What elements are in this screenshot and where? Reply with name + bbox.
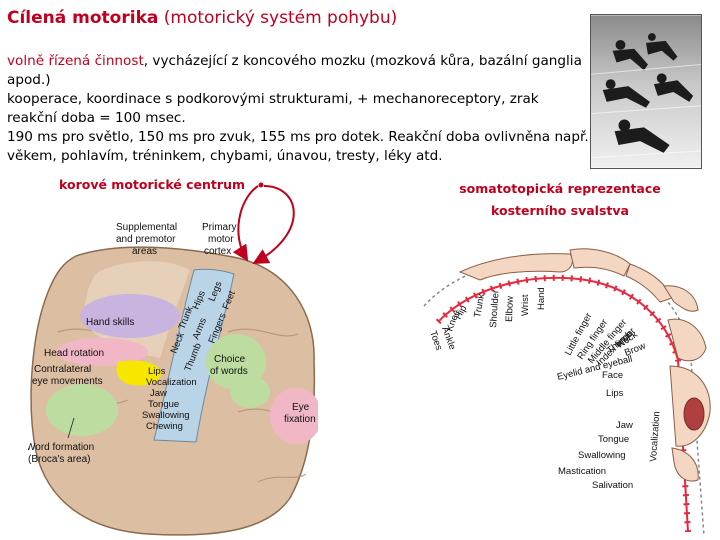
body-line-2: kooperace, koordinace s podkorovými stru… — [7, 91, 539, 107]
label-primary-1: Primary — [202, 222, 236, 233]
arrow-origin-dot — [258, 182, 264, 188]
homunculus-hand: Hand — [536, 287, 547, 310]
homunculus-trunk: Trunk — [472, 293, 487, 319]
label-contralateral-2: eye movements — [32, 376, 103, 387]
label-supplemental-1: Supplemental — [116, 222, 177, 233]
homunculus-vocalization: Vocalization — [648, 411, 663, 462]
strip-chewing: Chewing — [146, 421, 183, 432]
homunculus-shoulder: Shoulder — [488, 290, 502, 329]
somatotopic-caption-line-2: kosterního svalstva — [491, 203, 629, 218]
body-line-1-rest: , vycházející z koncového mozku (mozková… — [7, 53, 582, 88]
strip-tongue: Tongue — [148, 399, 179, 410]
strip-swallowing: Swallowing — [142, 410, 190, 421]
label-word-formation-2: (Broca's area) — [28, 454, 91, 465]
body-line-3: reakční doba = 100 msec. — [7, 110, 186, 126]
homunculus-lips: Lips — [606, 388, 624, 399]
head-rotation-area — [56, 338, 148, 366]
label-word-formation-1: Word formation — [28, 442, 94, 453]
homunculus-jaw: Jaw — [616, 420, 633, 431]
primary-motor-strip — [153, 268, 235, 443]
homunculus-salivation: Salivation — [592, 480, 633, 491]
label-eye-fixation-1: Eye — [292, 402, 310, 413]
homunculus-face: Face — [602, 370, 623, 381]
label-choice-2: of words — [210, 366, 248, 377]
label-supplemental-2: and premotor — [116, 234, 176, 245]
title-bold: Cílená motorika — [7, 8, 159, 28]
body-line-1: volně řízená činnost, vycházející z konc… — [7, 52, 595, 90]
label-primary-2: motor — [208, 234, 234, 245]
choice-of-words-area — [206, 334, 266, 390]
brain-motor-cortex-diagram: Supplemental and premotor areas Primary … — [28, 222, 318, 536]
label-primary-3: cortex — [204, 246, 231, 257]
label-contralateral-1: Contralateral — [34, 364, 91, 375]
sprinters-photo — [590, 14, 702, 169]
eye-movements-area — [116, 360, 162, 386]
homunculus-elbow: Elbow — [504, 296, 516, 322]
homunculus-swallowing: Swallowing — [578, 450, 626, 461]
label-head-rotation: Head rotation — [44, 348, 104, 359]
cortex-band — [437, 276, 689, 533]
strip-vocalization: Vocalization — [146, 377, 197, 388]
strip-jaw: Jaw — [150, 388, 167, 399]
hand-skills-area — [80, 294, 180, 338]
motor-homunculus-diagram: Hip Knee Ankle Toes Trunk Shoulder Elbow… — [423, 248, 711, 537]
homunculus-wrist: Wrist — [520, 294, 531, 316]
somatotopic-caption-line-1: somatotopická reprezentace — [459, 181, 661, 196]
label-eye-fixation-2: fixation — [284, 414, 316, 425]
label-hand-skills: Hand skills — [86, 317, 134, 328]
somatotopic-caption: somatotopická reprezentace kosterního sv… — [425, 178, 695, 222]
motor-center-caption: korové motorické centrum — [59, 177, 245, 192]
slide-title: Cílená motorika (motorický systém pohybu… — [7, 8, 397, 28]
eye-fixation-area — [270, 388, 318, 444]
label-supplemental-3: areas — [132, 246, 157, 257]
broca-area — [46, 384, 118, 436]
homunculus-mastication: Mastication — [558, 466, 606, 477]
label-choice-1: Choice — [214, 354, 246, 365]
title-rest: (motorický systém pohybu) — [158, 8, 398, 28]
homunculus-tongue: Tongue — [598, 434, 629, 445]
strip-lips: Lips — [148, 366, 166, 377]
body-line-1-red: volně řízená činnost — [7, 53, 144, 69]
green-area-2 — [230, 376, 270, 408]
body-text: volně řízená činnost, vycházející z konc… — [7, 52, 595, 166]
body-line-4: 190 ms pro světlo, 150 ms pro zvuk, 155 … — [7, 129, 589, 164]
